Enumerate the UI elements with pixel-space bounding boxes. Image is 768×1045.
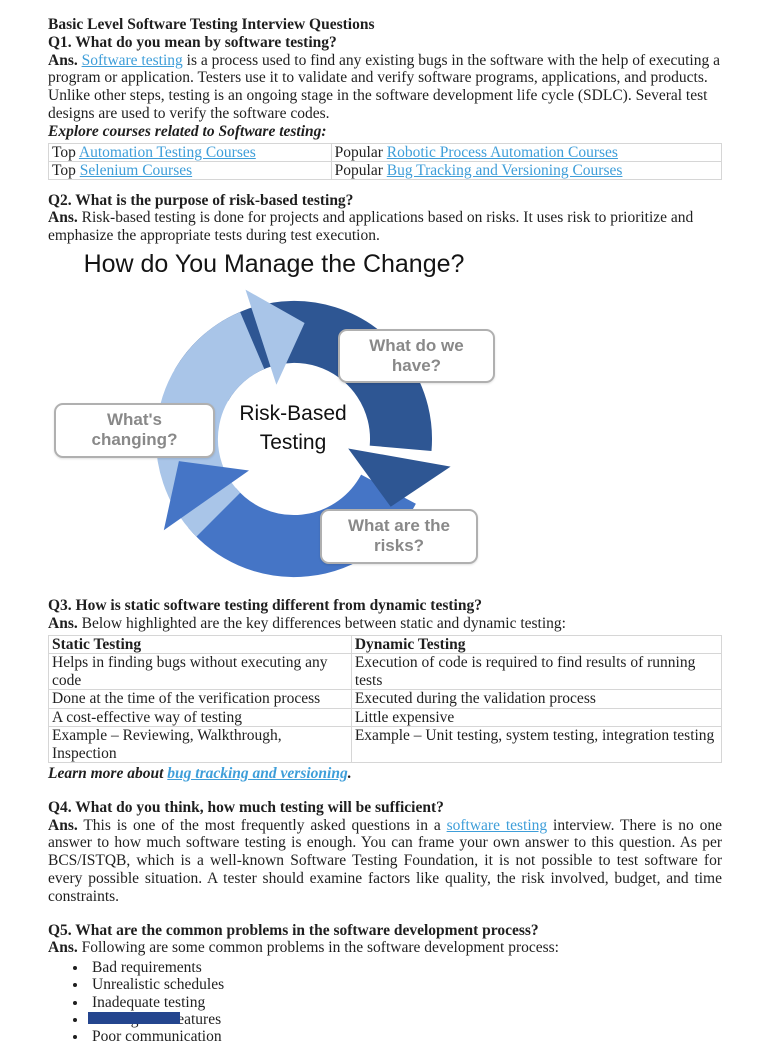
- common-problems-list: Bad requirements Unrealistic schedules I…: [48, 959, 722, 1045]
- q3-heading: Q3. How is static software testing diffe…: [48, 596, 482, 614]
- list-item: Bad requirements: [88, 959, 722, 976]
- answer-label: Ans.: [48, 51, 78, 69]
- table-cell: A cost-effective way of testing: [48, 707, 352, 728]
- cycle-center-label: Risk-Based Testing: [213, 399, 373, 457]
- course-prefix: Popular: [334, 143, 387, 161]
- table-row: Top Automation Testing Courses Popular R…: [48, 142, 723, 162]
- arrowhead-dark: [348, 448, 451, 507]
- bug-tracking-versioning-link[interactable]: bug tracking and versioning: [167, 765, 348, 783]
- table-row: Top Selenium Courses Popular Bug Trackin…: [48, 160, 723, 180]
- q4-heading: Q4. What do you think, how much testing …: [48, 798, 444, 816]
- table-row: A cost-effective way of testing Little e…: [48, 707, 723, 728]
- q4-answer-text-before: This is one of the most frequently asked…: [77, 816, 447, 834]
- table-cell: Example – Unit testing, system testing, …: [350, 726, 723, 764]
- label-whats-changing: What's changing?: [54, 402, 215, 458]
- software-testing-link[interactable]: Software testing: [81, 51, 183, 69]
- course-cell: Top Automation Testing Courses: [48, 142, 332, 162]
- q5-answer-text: Following are some common problems in th…: [77, 939, 559, 957]
- table-cell: Done at the time of the verification pro…: [48, 689, 352, 709]
- q4-answer: Ans. This is one of the most frequently …: [48, 817, 722, 906]
- table-header-row: Static Testing Dynamic Testing: [48, 634, 723, 655]
- list-item: Unrealistic schedules: [88, 976, 722, 993]
- course-prefix: Top: [52, 161, 80, 179]
- automation-testing-courses-link[interactable]: Automation Testing Courses: [78, 143, 256, 161]
- center-label-line1: Risk-Based: [239, 401, 347, 425]
- rpa-courses-link[interactable]: Robotic Process Automation Courses: [386, 143, 618, 161]
- courses-table: Top Automation Testing Courses Popular R…: [48, 142, 723, 180]
- bug-tracking-courses-link[interactable]: Bug Tracking and Versioning Courses: [386, 161, 623, 179]
- column-header: Static Testing: [48, 634, 352, 655]
- course-prefix: Popular: [334, 161, 387, 179]
- q3-answer: Ans. Below highlighted are the key diffe…: [48, 615, 722, 633]
- static-vs-dynamic-table: Static Testing Dynamic Testing Helps in …: [48, 634, 723, 764]
- learn-more-line: Learn more about bug tracking and versio…: [48, 765, 722, 783]
- list-item: Poor communication: [88, 1028, 722, 1045]
- arrowhead-medium: [163, 461, 249, 531]
- label-what-do-we-have: What do we have?: [338, 328, 495, 383]
- answer-label: Ans.: [48, 614, 78, 632]
- q3-answer-text: Below highlighted are the key difference…: [77, 614, 566, 632]
- software-testing-link[interactable]: software testing: [446, 816, 548, 834]
- learn-more-prefix: Learn more about: [48, 765, 168, 783]
- table-cell: Execution of code is required to find re…: [350, 653, 723, 691]
- q4-answer-text-after: interview. There is no one answer to how…: [48, 816, 722, 905]
- q1-answer: Ans. Software testing is a process used …: [48, 52, 722, 123]
- table-cell: Executed during the validation process: [350, 689, 723, 709]
- q2-answer: Ans. Risk-based testing is done for proj…: [48, 209, 722, 245]
- answer-label: Ans.: [48, 939, 78, 957]
- doc-title: Basic Level Software Testing Interview Q…: [48, 16, 375, 33]
- table-row: Example – Reviewing, Walkthrough, Inspec…: [48, 726, 723, 764]
- q1-heading: Q1. What do you mean by software testing…: [48, 33, 337, 51]
- q2-heading: Q2. What is the purpose of risk-based te…: [48, 191, 354, 209]
- arrowhead-light: [245, 289, 305, 385]
- explore-courses-heading: Explore courses related to Software test…: [48, 122, 327, 140]
- list-item: Adding new features: [88, 1011, 722, 1028]
- q5-heading: Q5. What are the common problems in the …: [48, 921, 539, 939]
- center-label-line2: Testing: [259, 430, 327, 454]
- figure-title: How do You Manage the Change?: [83, 249, 465, 278]
- course-prefix: Top: [52, 143, 79, 161]
- table-cell: Little expensive: [350, 707, 723, 728]
- risk-based-testing-figure: How do You Manage the Change? Risk-Based…: [48, 247, 500, 589]
- column-header: Dynamic Testing: [350, 634, 723, 655]
- course-cell: Top Selenium Courses: [48, 160, 332, 180]
- page-footer-bar: [88, 1012, 180, 1024]
- selenium-courses-link[interactable]: Selenium Courses: [79, 161, 193, 179]
- q2-answer-text: Risk-based testing is done for projects …: [48, 209, 694, 245]
- course-cell: Popular Bug Tracking and Versioning Cour…: [330, 160, 723, 180]
- q5-answer: Ans. Following are some common problems …: [48, 939, 722, 957]
- q1-answer-text: is a process used to find any existing b…: [48, 51, 720, 122]
- label-what-are-the-risks: What are the risks?: [320, 508, 478, 564]
- table-cell: Example – Reviewing, Walkthrough, Inspec…: [48, 726, 352, 764]
- list-item: Inadequate testing: [88, 994, 722, 1011]
- answer-label: Ans.: [48, 209, 78, 227]
- answer-label: Ans.: [48, 816, 78, 834]
- table-cell: Helps in finding bugs without executing …: [48, 653, 352, 691]
- table-row: Helps in finding bugs without executing …: [48, 653, 723, 691]
- course-cell: Popular Robotic Process Automation Cours…: [330, 142, 723, 162]
- table-row: Done at the time of the verification pro…: [48, 689, 723, 709]
- learn-more-suffix: .: [347, 765, 352, 783]
